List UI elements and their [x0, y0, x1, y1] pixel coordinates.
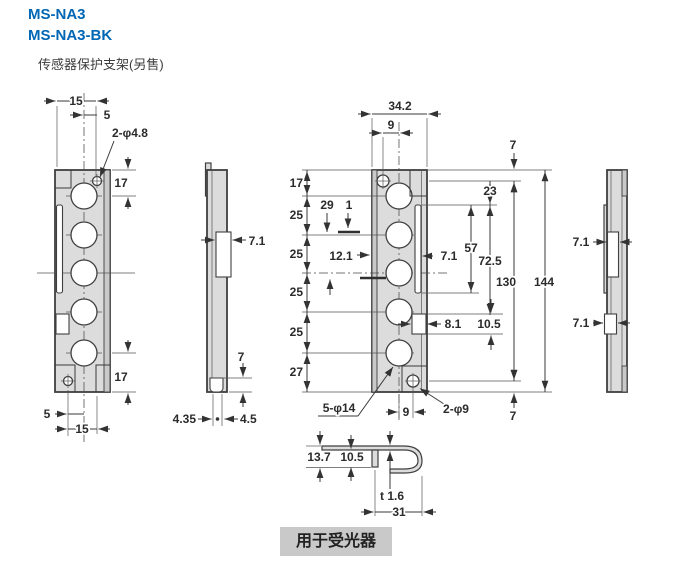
- corner-step: [621, 365, 628, 393]
- sensor-hole: [70, 182, 98, 210]
- model-name-secondary: MS-NA3-BK: [28, 27, 113, 44]
- screw-hole: [61, 374, 75, 388]
- side-slot: [55, 204, 64, 294]
- dim-height-b: 10.5: [340, 450, 364, 464]
- note-large-holes: 5-φ14: [323, 401, 356, 415]
- dim-23: 23: [483, 184, 497, 198]
- bent-flange-edge: [103, 169, 111, 393]
- sensor-hole: [70, 339, 98, 367]
- side-tab-cutout: [55, 313, 70, 335]
- usage-caption: 用于受光器: [280, 527, 392, 556]
- bent-flange-edge: [371, 169, 378, 393]
- sensor-hole: [385, 259, 413, 287]
- note-thickness: t 1.6: [380, 489, 404, 503]
- dim-tab-lower: 7.1: [573, 316, 590, 330]
- dim-bottom-offset: 5: [44, 407, 51, 421]
- bracket-side-body: [206, 169, 228, 393]
- header: MS-NA3 MS-NA3-BK 传感器保护支架(另售): [28, 4, 164, 73]
- side-protrusion-upper: [606, 231, 620, 278]
- dim-width: 34.2: [388, 99, 412, 113]
- side-protrusion: [215, 231, 232, 278]
- sensor-hole: [385, 339, 413, 367]
- dim-tab-upper: 7.1: [573, 235, 590, 249]
- note-small-holes: 2-φ4.8: [112, 126, 148, 140]
- dim-pitch-6: 27: [290, 365, 304, 379]
- dim-top-pitch: 17: [114, 176, 128, 190]
- corner-step: [621, 169, 628, 197]
- dim-pitch-5: 25: [290, 325, 304, 339]
- sensor-hole: [385, 221, 413, 249]
- dim-8-1: 8.1: [445, 317, 462, 331]
- profile-view: 13.7 10.5 t 1.6 31: [306, 431, 436, 521]
- dim-pitch-4: 25: [290, 285, 304, 299]
- dim-slot-depth: 7.1: [441, 249, 458, 263]
- dim-foot-a: 4.35: [173, 412, 197, 426]
- sensor-hole: [70, 298, 98, 326]
- side-view-right: 7.1 7.1: [573, 169, 632, 393]
- dim-29: 29: [320, 198, 334, 212]
- dim-width: 31: [392, 505, 406, 519]
- front-view-left: 15 5 2-φ4.8 17 17 5 15: [37, 92, 148, 443]
- note-screw-holes: 2-φ9: [443, 402, 469, 416]
- dim-144: 144: [534, 275, 554, 289]
- dim-12-1: 12.1: [329, 249, 353, 263]
- sensor-hole: [70, 221, 98, 249]
- dim-top-offset: 5: [104, 108, 111, 122]
- dim-edge-bottom: 7: [510, 409, 517, 423]
- dim-height-a: 13.7: [307, 450, 331, 464]
- front-view-main: 34.2 9 17 25 25 25 25 27 2: [288, 97, 556, 423]
- profile-tab: [371, 449, 379, 468]
- dim-foot-b: 4.5: [240, 412, 257, 426]
- dim-1: 1: [346, 198, 353, 212]
- product-subtitle: 传感器保护支架(另售): [38, 57, 164, 72]
- model-name-primary: MS-NA3: [28, 6, 86, 23]
- dim-edge-top: 7: [510, 138, 517, 152]
- bracket-side-body: [606, 169, 628, 393]
- dim-foot-height: 7: [238, 350, 245, 364]
- rolled-foot: [209, 377, 224, 393]
- dim-hole-offset-bottom: 9: [403, 405, 410, 419]
- side-tab-cutout: [411, 313, 427, 335]
- sensor-hole: [385, 182, 413, 210]
- dim-10-5: 10.5: [477, 317, 501, 331]
- screw-hole: [405, 373, 421, 389]
- side-slot: [414, 204, 422, 294]
- dim-hole-offset-top: 9: [388, 118, 395, 132]
- dim-tab-depth: 7.1: [249, 234, 266, 248]
- sensor-hole: [70, 259, 98, 287]
- side-view-left: 7.1 7 4.35 4.5: [173, 162, 266, 426]
- dim-bottom-pitch: 17: [114, 370, 128, 384]
- dim-57: 57: [464, 241, 478, 255]
- dim-bottom-width: 15: [75, 422, 89, 436]
- dim-pitch-3: 25: [290, 247, 304, 261]
- dim-pitch-2: 25: [290, 208, 304, 222]
- dim-130: 130: [496, 275, 516, 289]
- dim-72-5: 72.5: [478, 254, 502, 268]
- screw-hole: [90, 174, 104, 188]
- sensor-hole: [385, 298, 413, 326]
- screw-hole: [375, 173, 391, 189]
- dim-pitch-1: 17: [290, 176, 304, 190]
- dim-top-width: 15: [69, 94, 83, 108]
- side-protrusion-lower: [603, 313, 618, 335]
